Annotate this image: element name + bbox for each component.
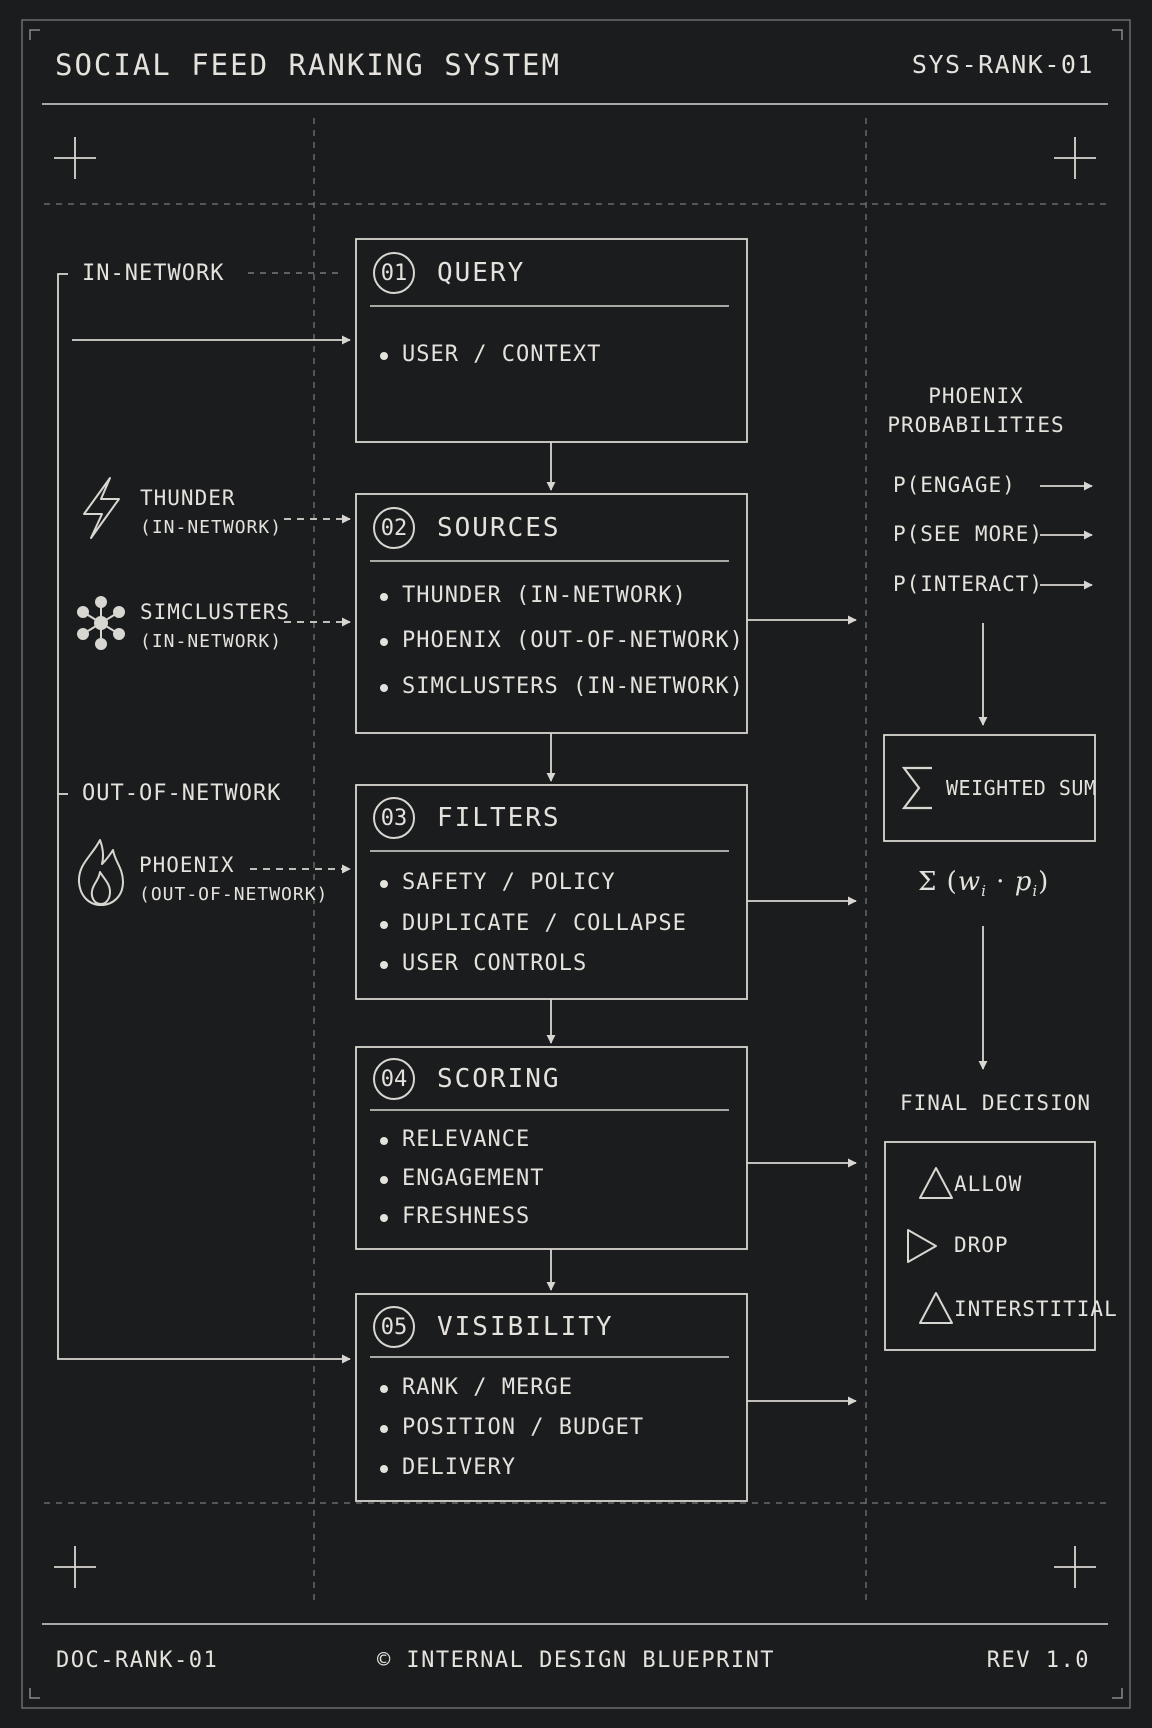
source-scope: (OUT-OF-NETWORK) xyxy=(139,884,329,905)
bullet-dot xyxy=(380,1176,388,1184)
final-decision-title: FINAL DECISION xyxy=(900,1091,1092,1115)
formula-dot: · xyxy=(996,867,1006,897)
weighted-sum-label: WEIGHTED SUM xyxy=(946,776,1097,800)
bullet-dot xyxy=(380,1465,388,1473)
footer-blueprint-label: © INTERNAL DESIGN BLUEPRINT xyxy=(376,1648,776,1673)
crosshair-mark xyxy=(54,1546,96,1588)
probabilities-title: PHOENIX PROBABILITIES xyxy=(876,384,1076,437)
stage-item: PHOENIX (OUT-OF-NETWORK) xyxy=(402,628,744,653)
source-scope: (IN-NETWORK) xyxy=(140,517,283,538)
bullet-dot xyxy=(380,593,388,601)
left-bracket xyxy=(57,273,351,1364)
bullet-dot xyxy=(380,352,388,360)
bullet-dot xyxy=(380,1214,388,1222)
out-network-label: OUT-OF-NETWORK xyxy=(82,781,282,806)
stage-number: 02 xyxy=(373,507,415,549)
source-name: THUNDER xyxy=(140,486,236,510)
probabilities-title-line2: PROBABILITIES xyxy=(887,413,1065,437)
stage-item: DUPLICATE / COLLAPSE xyxy=(402,911,687,936)
stage-header-sources: 02 SOURCES xyxy=(373,507,561,549)
probabilities-title-line1: PHOENIX xyxy=(928,384,1024,408)
stage-item: POSITION / BUDGET xyxy=(402,1415,645,1440)
doc-id: SYS-RANK-01 xyxy=(911,50,1094,79)
stage-number: 01 xyxy=(373,252,415,294)
weighted-sum-box xyxy=(883,734,1096,842)
triangle-right-icon xyxy=(907,1229,937,1263)
weighted-sum-formula: Σ (wi · pi) xyxy=(918,867,1049,900)
stage-header-query: 01 QUERY xyxy=(373,252,525,294)
formula-open: ( xyxy=(946,867,958,897)
stage-header-scoring: 04 SCORING xyxy=(373,1058,561,1100)
stage-header-visibility: 05 VISIBILITY xyxy=(373,1306,614,1348)
sigma-icon xyxy=(901,766,932,810)
stage-item: RANK / MERGE xyxy=(402,1375,573,1400)
footer-doc-id: DOC-RANK-01 xyxy=(56,1648,219,1673)
bullet-dot xyxy=(380,961,388,969)
stage-title: SCORING xyxy=(437,1064,561,1094)
corner-tick-br xyxy=(1112,1688,1123,1699)
probability-label: P(ENGAGE) xyxy=(893,473,1016,497)
source-name: PHOENIX xyxy=(139,853,235,877)
triangle-up-icon xyxy=(919,1292,953,1324)
bullet-dot xyxy=(380,880,388,888)
stage-item: RELEVANCE xyxy=(402,1127,531,1152)
formula-close: ) xyxy=(1038,867,1050,897)
stage-number: 03 xyxy=(373,797,415,839)
source-thunder: THUNDER (IN-NETWORK) xyxy=(140,484,282,542)
probability-label: P(SEE MORE) xyxy=(893,522,1044,546)
bullet-dot xyxy=(380,638,388,646)
source-phoenix: PHOENIX (OUT-OF-NETWORK) xyxy=(139,851,328,909)
decision-interstitial: INTERSTITIAL xyxy=(954,1297,1118,1321)
triangle-up-icon xyxy=(919,1167,953,1199)
stage-title: QUERY xyxy=(437,258,526,288)
stage-number: 05 xyxy=(373,1306,415,1348)
formula-w: w xyxy=(957,867,982,897)
source-scope: (IN-NETWORK) xyxy=(140,631,283,652)
probability-label: P(INTERACT) xyxy=(893,572,1044,596)
bullet-dot xyxy=(380,1385,388,1393)
decision-allow: ALLOW xyxy=(954,1172,1023,1196)
stage-item: FRESHNESS xyxy=(402,1204,531,1229)
stage-item: SAFETY / POLICY xyxy=(402,870,616,895)
stage-title: FILTERS xyxy=(437,803,561,833)
outer-frame xyxy=(21,19,1131,1709)
bullet-dot xyxy=(380,1425,388,1433)
formula-w-sub: i xyxy=(981,882,987,901)
stage-item: ENGAGEMENT xyxy=(402,1166,545,1191)
corner-tick-bl xyxy=(29,1688,40,1699)
formula-p: p xyxy=(1014,867,1033,897)
stage-item: THUNDER (IN-NETWORK) xyxy=(402,583,687,608)
formula-sigma: Σ xyxy=(918,867,938,897)
final-decision-box xyxy=(884,1141,1096,1351)
stage-box-visibility xyxy=(355,1293,748,1502)
source-simclusters: SIMCLUSTERS (IN-NETWORK) xyxy=(140,598,290,656)
bullet-dot xyxy=(380,1137,388,1145)
crosshair-mark xyxy=(1054,1546,1096,1588)
in-network-label: IN-NETWORK xyxy=(82,261,225,286)
source-name: SIMCLUSTERS xyxy=(140,600,291,624)
crosshair-mark xyxy=(1054,137,1096,179)
stage-item: DELIVERY xyxy=(402,1455,516,1480)
corner-tick-tl xyxy=(29,29,40,40)
lightning-icon xyxy=(83,477,120,539)
corner-tick-tr xyxy=(1112,29,1123,40)
stage-number: 04 xyxy=(373,1058,415,1100)
stage-item: USER / CONTEXT xyxy=(402,342,602,367)
stage-title: SOURCES xyxy=(437,513,561,543)
network-cluster-icon xyxy=(77,596,125,650)
bullet-dot xyxy=(380,921,388,929)
bullet-dot xyxy=(380,684,388,692)
decision-drop: DROP xyxy=(954,1233,1009,1257)
stage-title: VISIBILITY xyxy=(437,1312,614,1342)
stage-item: SIMCLUSTERS (IN-NETWORK) xyxy=(402,674,744,699)
formula-p-sub: i xyxy=(1032,882,1039,901)
stage-item: USER CONTROLS xyxy=(402,951,588,976)
stage-header-filters: 03 FILTERS xyxy=(373,797,561,839)
crosshair-mark xyxy=(54,137,96,179)
page-title: SOCIAL FEED RANKING SYSTEM xyxy=(55,48,561,82)
flame-icon xyxy=(77,839,124,906)
footer-revision: REV 1.0 xyxy=(986,1648,1090,1673)
